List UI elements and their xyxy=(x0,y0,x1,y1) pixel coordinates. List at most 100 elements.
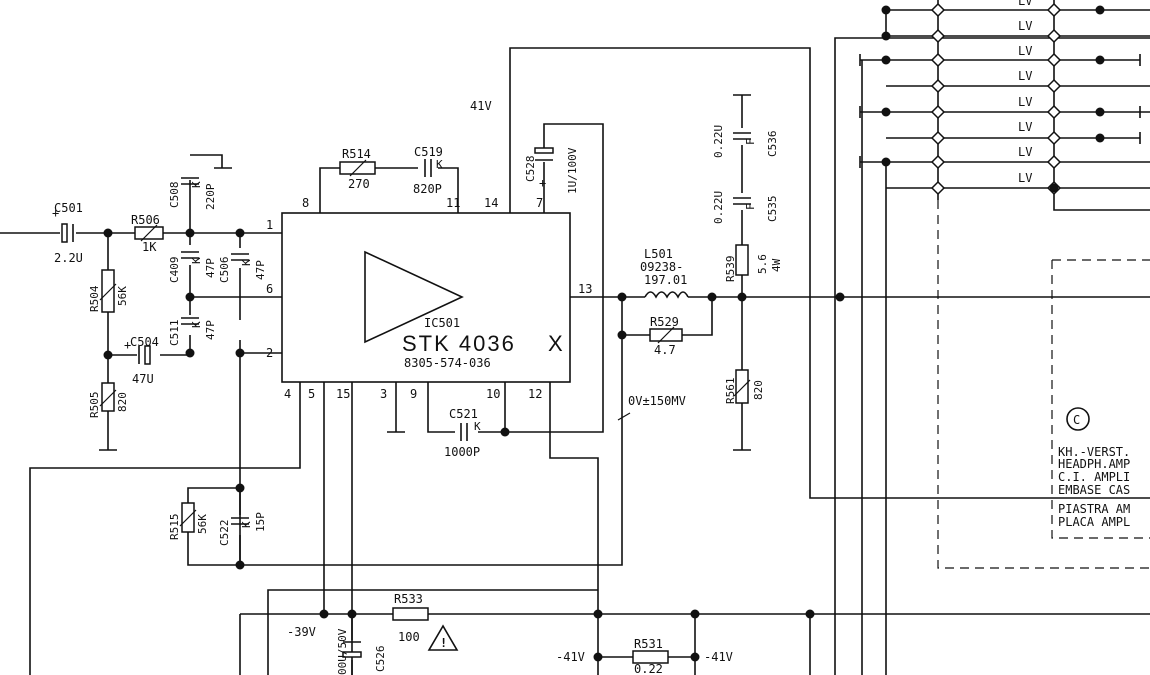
capacitor-c506: C506 K 47P xyxy=(218,253,267,284)
resistor-r514: R514 270 xyxy=(339,147,376,191)
r531-ref: R531 xyxy=(634,637,663,651)
junction-dots xyxy=(103,5,1105,662)
capacitor-c536: 0.22U F C536 xyxy=(712,125,779,158)
c508-tol: K xyxy=(190,181,203,188)
pin-10: 10 xyxy=(486,387,500,401)
r504-value: 56K xyxy=(116,286,129,306)
pin-11: 11 xyxy=(446,196,460,210)
r504-ref: R504 xyxy=(88,285,101,312)
c526-value: 00U/50V xyxy=(336,628,349,675)
c519-value: 820P xyxy=(413,182,442,196)
resistor-r515: R515 56K xyxy=(168,502,209,540)
ic-part-number: STK 4036 xyxy=(402,331,516,356)
c522-tol: K xyxy=(240,521,253,528)
resistor-r529: R529 4.7 xyxy=(649,315,683,357)
block-letter: C xyxy=(1073,413,1080,427)
capacitor-c519: C519 K 820P xyxy=(413,145,443,196)
r533-value: 100 xyxy=(398,630,420,644)
pin-3: 3 xyxy=(380,387,387,401)
block-line: HEADPH.AMP xyxy=(1058,457,1130,471)
rail-neg41v-left: -41V xyxy=(556,650,585,664)
capacitor-c535: 0.22U F C535 xyxy=(712,191,779,224)
c511-tol: K xyxy=(190,321,203,328)
ic-stk4036: IC501 STK 4036 X 8305-574-036 1 2 3 4 5 … xyxy=(266,196,592,401)
pin-7: 7 xyxy=(536,196,543,210)
warning-mark: ! xyxy=(440,636,447,650)
lv-label: LV xyxy=(1018,69,1032,83)
c519-ref: C519 xyxy=(414,145,443,159)
lv-label: LV xyxy=(1018,19,1032,33)
ic-body xyxy=(281,212,571,383)
r505-ref: R505 xyxy=(88,392,101,419)
r539-value: 5.6 xyxy=(756,254,769,274)
r561-value: 820 xyxy=(752,380,765,400)
ic-code: 8305-574-036 xyxy=(404,356,491,370)
lv-label: LV xyxy=(1018,0,1032,8)
resistor-r539: R539 5.6 4W xyxy=(724,244,783,283)
c536-tol: F xyxy=(744,138,757,145)
rail-neg41v-right: -41V xyxy=(704,650,733,664)
resistor-r504: R504 56K xyxy=(88,269,129,313)
r539-power: 4W xyxy=(770,258,783,272)
offset-annotation: 0V±150MV xyxy=(628,394,686,408)
c504-value: 47U xyxy=(132,372,154,386)
c521-tol: K xyxy=(474,420,481,433)
r506-ref: R506 xyxy=(131,213,160,227)
capacitor-c508: C508 K 220P xyxy=(168,177,217,210)
c409-tol: K xyxy=(190,257,203,264)
amplifier-triangle xyxy=(364,250,464,344)
r539-ref: R539 xyxy=(724,256,737,283)
pin-14: 14 xyxy=(484,196,498,210)
c506-ref: C506 xyxy=(218,257,231,284)
r529-ref: R529 xyxy=(650,315,679,329)
capacitor-c511: C511 K 47P xyxy=(168,317,217,346)
pin-1: 1 xyxy=(266,218,273,232)
block-circle xyxy=(1066,407,1090,431)
resistor-r561: R561 820 xyxy=(724,369,765,405)
c536-ref: C536 xyxy=(766,131,779,158)
capacitor-c522: C522 K 15P xyxy=(218,512,267,546)
ic-ref: IC501 xyxy=(424,316,460,330)
resistor-r505: R505 820 xyxy=(88,382,129,451)
inductor-l501: L501 09238- 197.01 xyxy=(640,247,689,299)
block-line: C.I. AMPLI xyxy=(1058,470,1130,484)
block-line: PIASTRA AM xyxy=(1058,502,1130,516)
resistor-r531: R531 0.22 xyxy=(632,637,669,675)
resistor-r533: R533 100 ! xyxy=(392,592,459,651)
lv-label: LV xyxy=(1018,95,1032,109)
c501-ref: C501 xyxy=(54,201,83,215)
r531-value: 0.22 xyxy=(634,662,663,675)
c519-tol: K xyxy=(436,158,443,171)
l501-value-1: 09238- xyxy=(640,260,683,274)
c522-ref: C522 xyxy=(218,520,231,547)
pin-4: 4 xyxy=(284,387,291,401)
capacitor-c504: + C504 47U xyxy=(124,335,159,386)
lv-label: LV xyxy=(1018,44,1032,58)
c508-value: 220P xyxy=(204,183,217,210)
pin-5: 5 xyxy=(308,387,315,401)
pin-9: 9 xyxy=(410,387,417,401)
rail-41v: 41V xyxy=(470,99,492,113)
c535-value: 0.22U xyxy=(712,191,725,224)
c409-value: 47P xyxy=(204,258,217,278)
r505-value: 820 xyxy=(116,392,129,412)
pin-15: 15 xyxy=(336,387,350,401)
ic-suffix: X xyxy=(548,331,565,356)
pin-6: 6 xyxy=(266,282,273,296)
c521-ref: C521 xyxy=(449,407,478,421)
diode-mark xyxy=(930,2,1062,196)
r561-ref: R561 xyxy=(724,378,737,405)
c522-value: 15P xyxy=(254,512,267,532)
warning-icon xyxy=(427,624,459,651)
c506-value: 47P xyxy=(254,260,267,280)
c504-ref: C504 xyxy=(130,335,159,349)
polarity-mark: + xyxy=(52,206,59,220)
lv-ladder: LV LV LV LV LV LV LV LV xyxy=(859,0,1141,196)
c511-value: 47P xyxy=(204,320,217,340)
block-c: C KH.-VERST. HEADPH.AMP C.I. AMPLI EMBAS… xyxy=(1058,407,1130,529)
capacitor-c526: 00U/50V C526 xyxy=(336,628,387,675)
c536-value: 0.22U xyxy=(712,125,725,158)
polarity-mark: + xyxy=(539,176,546,190)
